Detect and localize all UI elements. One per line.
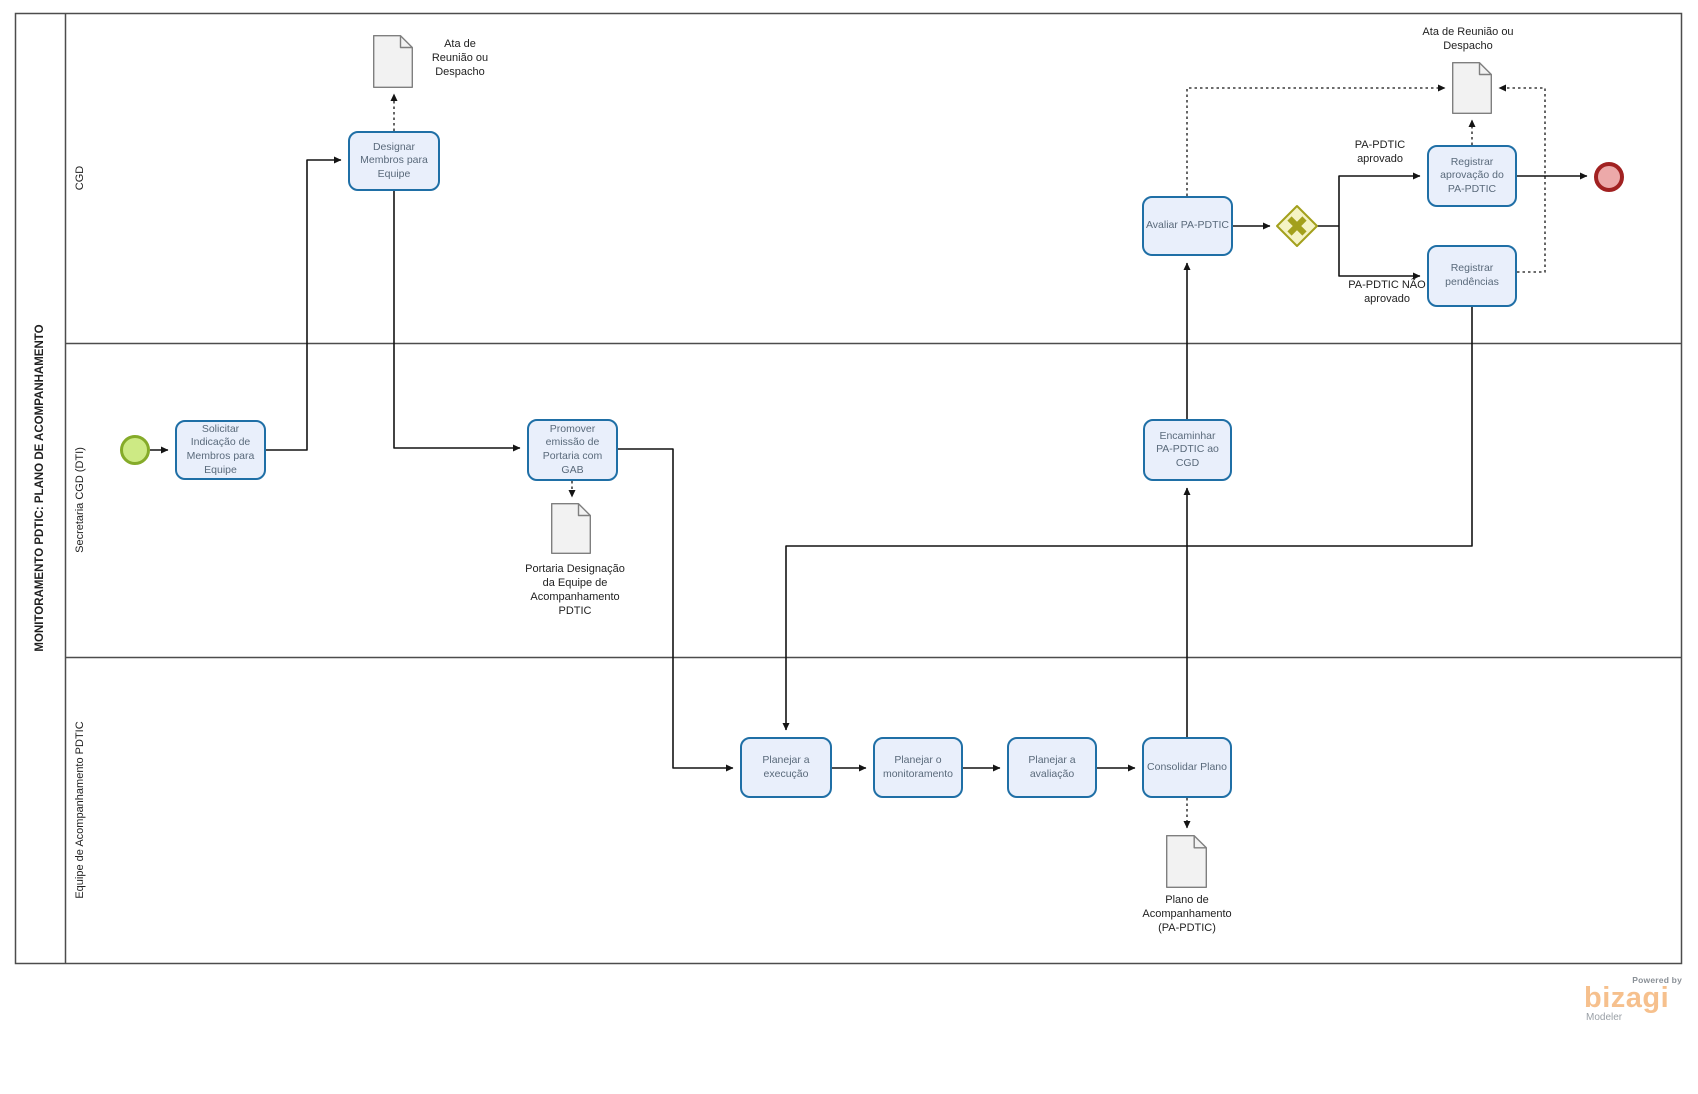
task-label: Promover emissão de Portaria com GAB <box>542 422 603 476</box>
task-planejar-execucao[interactable]: Planejar a execução <box>740 737 832 798</box>
flow-pendencias-loop-to-planejar-execucao[interactable] <box>782 307 1473 731</box>
task-registrar-aprovacao[interactable]: Registrar aprovação do PA-PDTIC <box>1427 145 1517 207</box>
powered-by-text: Powered by <box>1632 975 1682 985</box>
task-consolidar-plano[interactable]: Consolidar Plano <box>1142 737 1232 798</box>
pool-border <box>14 12 1683 965</box>
document-label-ata-cgd: Ata de Reunião ou Despacho <box>431 38 489 79</box>
task-registrar-pendencias[interactable]: Registrar pendências <box>1427 245 1517 307</box>
document-icon <box>1166 835 1207 888</box>
condition-label-nao-aprovado: PA-PDTIC NÃO aprovado <box>1348 279 1426 306</box>
lane-label-equipe: Equipe de Acompanhamento PDTIC <box>74 721 86 899</box>
bizagi-product-text: Modeler <box>1586 1011 1623 1023</box>
task-label: Avaliar PA-PDTIC <box>1145 219 1230 232</box>
document-portaria[interactable] <box>551 503 591 559</box>
task-planejar-avaliacao[interactable]: Planejar a avaliação <box>1007 737 1097 798</box>
task-label: Registrar pendências <box>1445 262 1499 288</box>
task-avaliar-pa-pdtic[interactable]: Avaliar PA-PDTIC <box>1142 196 1233 256</box>
task-label: Solicitar Indicação de Membros para Equi… <box>186 422 255 476</box>
flow-solicitar-to-designar[interactable] <box>266 156 342 451</box>
task-planejar-monitoramento[interactable]: Planejar o monitoramento <box>873 737 963 798</box>
task-designar-membros[interactable]: Designar Membros para Equipe <box>348 131 440 191</box>
document-ata-aprovacao[interactable] <box>1452 62 1492 119</box>
task-label: Encaminhar PA-PDTIC ao CGD <box>1156 429 1219 469</box>
exclusive-gateway[interactable] <box>1275 204 1319 248</box>
task-promover-emissao[interactable]: Promover emissão de Portaria com GAB <box>527 419 618 481</box>
bizagi-logo: Powered by bizagi Modeler <box>1584 975 1682 1023</box>
task-solicitar-indicacao[interactable]: Solicitar Indicação de Membros para Equi… <box>175 420 266 480</box>
document-icon <box>1452 62 1492 114</box>
document-label-plano: Plano de Acompanhamento (PA-PDTIC) <box>1142 894 1232 935</box>
task-label: Planejar a avaliação <box>1028 753 1076 780</box>
condition-label-aprovado: PA-PDTIC aprovado <box>1354 139 1406 166</box>
end-event[interactable] <box>1594 162 1624 192</box>
document-icon <box>373 35 413 88</box>
task-label: Consolidar Plano <box>1147 760 1227 773</box>
task-label: Planejar a execução <box>762 753 810 780</box>
document-icon <box>551 503 591 554</box>
pool-title: MONITORAMENTO PDTIC: PLANO DE ACOMPANHAM… <box>34 324 46 652</box>
document-label-ata-aprovacao: Ata de Reunião ou Despacho <box>1422 26 1514 53</box>
flow-promover-to-planejar-execucao[interactable] <box>618 448 734 772</box>
lane-label-cgd: CGD <box>74 165 86 191</box>
document-ata-cgd[interactable] <box>373 35 413 93</box>
task-label: Registrar aprovação do PA-PDTIC <box>1440 155 1504 195</box>
flow-designar-to-promover[interactable] <box>393 191 521 452</box>
start-event[interactable] <box>120 435 150 465</box>
lane-label-secretaria: Secretaria CGD (DTI) <box>74 447 86 553</box>
task-encaminhar-pa-pdtic[interactable]: Encaminhar PA-PDTIC ao CGD <box>1143 419 1232 481</box>
flow-gateway-to-registrar-aprovacao[interactable] <box>1338 172 1421 226</box>
bizagi-wordmark: bizagi <box>1584 982 1670 1014</box>
exclusive-gateway-icon <box>1276 205 1318 247</box>
document-label-portaria: Portaria Designação da Equipe de Acompan… <box>525 563 625 618</box>
document-plano[interactable] <box>1166 835 1207 893</box>
task-label: Designar Membros para Equipe <box>360 140 428 180</box>
flow-gateway-to-registrar-pendencias[interactable] <box>1338 226 1421 280</box>
task-label: Planejar o monitoramento <box>882 753 954 780</box>
